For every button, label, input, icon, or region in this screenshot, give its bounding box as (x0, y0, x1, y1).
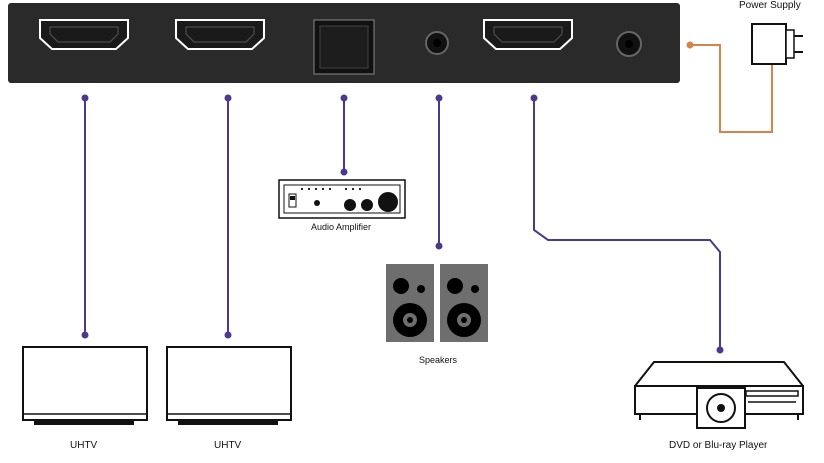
optical-port-icon (313, 19, 375, 75)
dc-power-port-icon (616, 31, 642, 57)
hdmi-port-icon (175, 19, 265, 50)
tv-icon (166, 346, 292, 425)
power-cable (686, 41, 773, 133)
tv-icon (22, 346, 148, 425)
disc-player-icon (634, 361, 804, 429)
hdmi-port-icon (39, 19, 129, 50)
tv-2-label: UHTV (214, 440, 242, 451)
audio-jack-icon (425, 31, 449, 55)
hdmi-port-icon (483, 19, 573, 50)
cable-to-tv-1 (81, 94, 89, 339)
cable-to-player (530, 94, 724, 354)
cable-to-amplifier (340, 94, 348, 176)
power-adapter-icon (751, 23, 803, 65)
cable-to-speakers (435, 94, 443, 250)
player-label: DVD or Blu-ray Player (669, 440, 768, 451)
power-supply-label: Power Supply (739, 0, 801, 11)
speakers-label: Speakers (419, 355, 458, 365)
tv-1-label: UHTV (70, 440, 98, 451)
audio-amplifier-icon (278, 179, 406, 219)
speaker-icon (386, 264, 434, 342)
audio-amplifier-label: Audio Amplifier (311, 222, 372, 232)
speaker-icon (440, 264, 488, 342)
cable-to-tv-2 (224, 94, 232, 339)
